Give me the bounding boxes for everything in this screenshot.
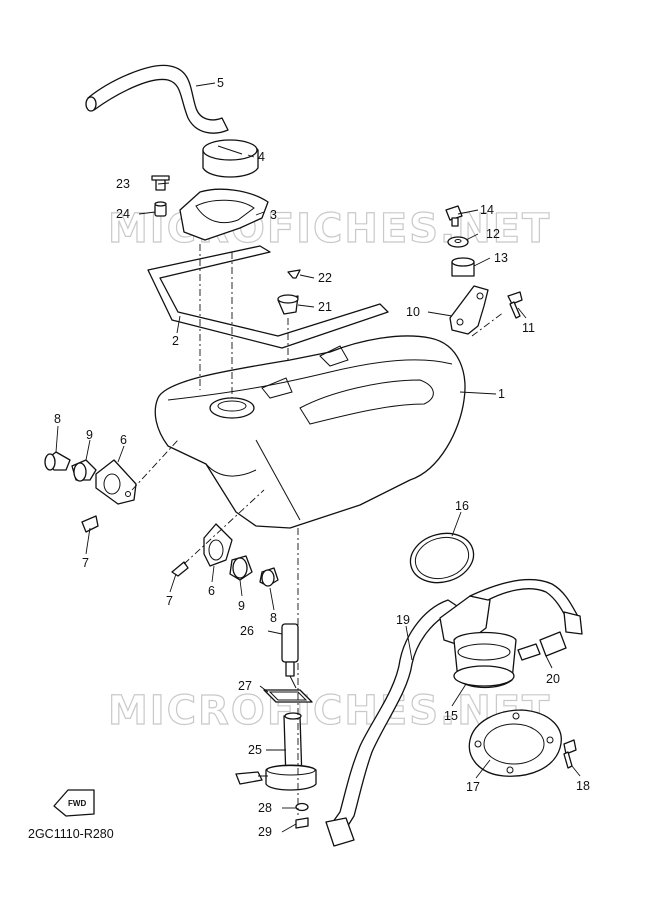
callout-19: 19 [396, 613, 410, 627]
callout-7-lower: 7 [166, 594, 173, 608]
callout-13: 13 [494, 251, 508, 265]
callout-6-left: 6 [120, 433, 127, 447]
callout-21: 21 [318, 300, 332, 314]
sensor-26-part [281, 623, 299, 689]
screw-22-part [287, 269, 301, 279]
washer-12-part [447, 236, 469, 248]
callout-27: 27 [238, 679, 252, 693]
fitting-6-lower-part [203, 523, 233, 567]
bolt-18-part [563, 739, 577, 769]
callout-5: 5 [217, 76, 224, 90]
damper-13-part [451, 257, 475, 277]
callout-6-lower: 6 [208, 584, 215, 598]
bracket-10-part [449, 285, 489, 335]
alignment-lines [131, 244, 505, 815]
callout-3: 3 [270, 208, 277, 222]
bolt-7-left-part [81, 515, 99, 533]
callout-16: 16 [455, 499, 469, 513]
fwd-label: FWD [68, 799, 86, 808]
callout-11: 11 [522, 321, 535, 335]
oring-27-part [263, 689, 313, 703]
fuel-sender-25-part [235, 712, 317, 791]
fitting-8-left-part [44, 451, 71, 471]
fitting-6-left-part [95, 459, 137, 505]
bolt-29-part [295, 817, 309, 829]
callout-26: 26 [240, 624, 254, 638]
cap-cover-part [179, 188, 269, 241]
breather-hose-part [85, 64, 229, 134]
bolt-14-part [445, 205, 463, 227]
callout-9-left: 9 [86, 428, 93, 442]
callout-7-left: 7 [82, 556, 89, 570]
callout-9-lower: 9 [238, 599, 245, 613]
callout-15: 15 [444, 709, 458, 723]
connector-20-part [517, 631, 567, 661]
bolt-7-lower-part [171, 561, 189, 577]
callout-1: 1 [498, 387, 505, 401]
fitting-9-left-part [71, 459, 97, 482]
tank-bracket-part [147, 245, 389, 349]
flange-plate-17-part [468, 709, 562, 777]
callout-8-lower: 8 [270, 611, 277, 625]
callout-labels: 1 2 3 4 5 6 6 7 7 8 8 9 9 10 11 12 13 14… [54, 76, 590, 839]
fitting-9-lower-part [229, 555, 253, 581]
callout-23: 23 [116, 177, 130, 191]
callout-20: 20 [546, 672, 560, 686]
diagram-code: 2GC1110-R280 [28, 827, 114, 841]
fuel-pump-15-part [439, 578, 583, 689]
fitting-8-lower-part [259, 567, 279, 587]
callout-8-left: 8 [54, 412, 61, 426]
callout-2: 2 [172, 334, 179, 348]
grommet-21-part [277, 294, 299, 315]
callout-17: 17 [466, 780, 480, 794]
callout-25: 25 [248, 743, 262, 757]
fuel-tank-part [154, 335, 466, 529]
callout-4: 4 [258, 150, 265, 164]
collar-24-part [154, 201, 167, 217]
fwd-arrow-icon: FWD [53, 789, 95, 817]
fuel-hose-19-part [325, 599, 461, 847]
callout-12: 12 [486, 227, 500, 241]
callout-10: 10 [406, 305, 420, 319]
callout-14: 14 [480, 203, 494, 217]
callout-24: 24 [116, 207, 130, 221]
callout-28: 28 [258, 801, 272, 815]
gasket-16-part [409, 532, 475, 584]
callout-22: 22 [318, 271, 332, 285]
callout-29: 29 [258, 825, 272, 839]
fuel-cap-part [202, 139, 259, 178]
washer-28-part [295, 802, 309, 812]
callout-18: 18 [576, 779, 590, 793]
leader-lines [55, 82, 581, 833]
bolt-11-part [507, 291, 523, 319]
